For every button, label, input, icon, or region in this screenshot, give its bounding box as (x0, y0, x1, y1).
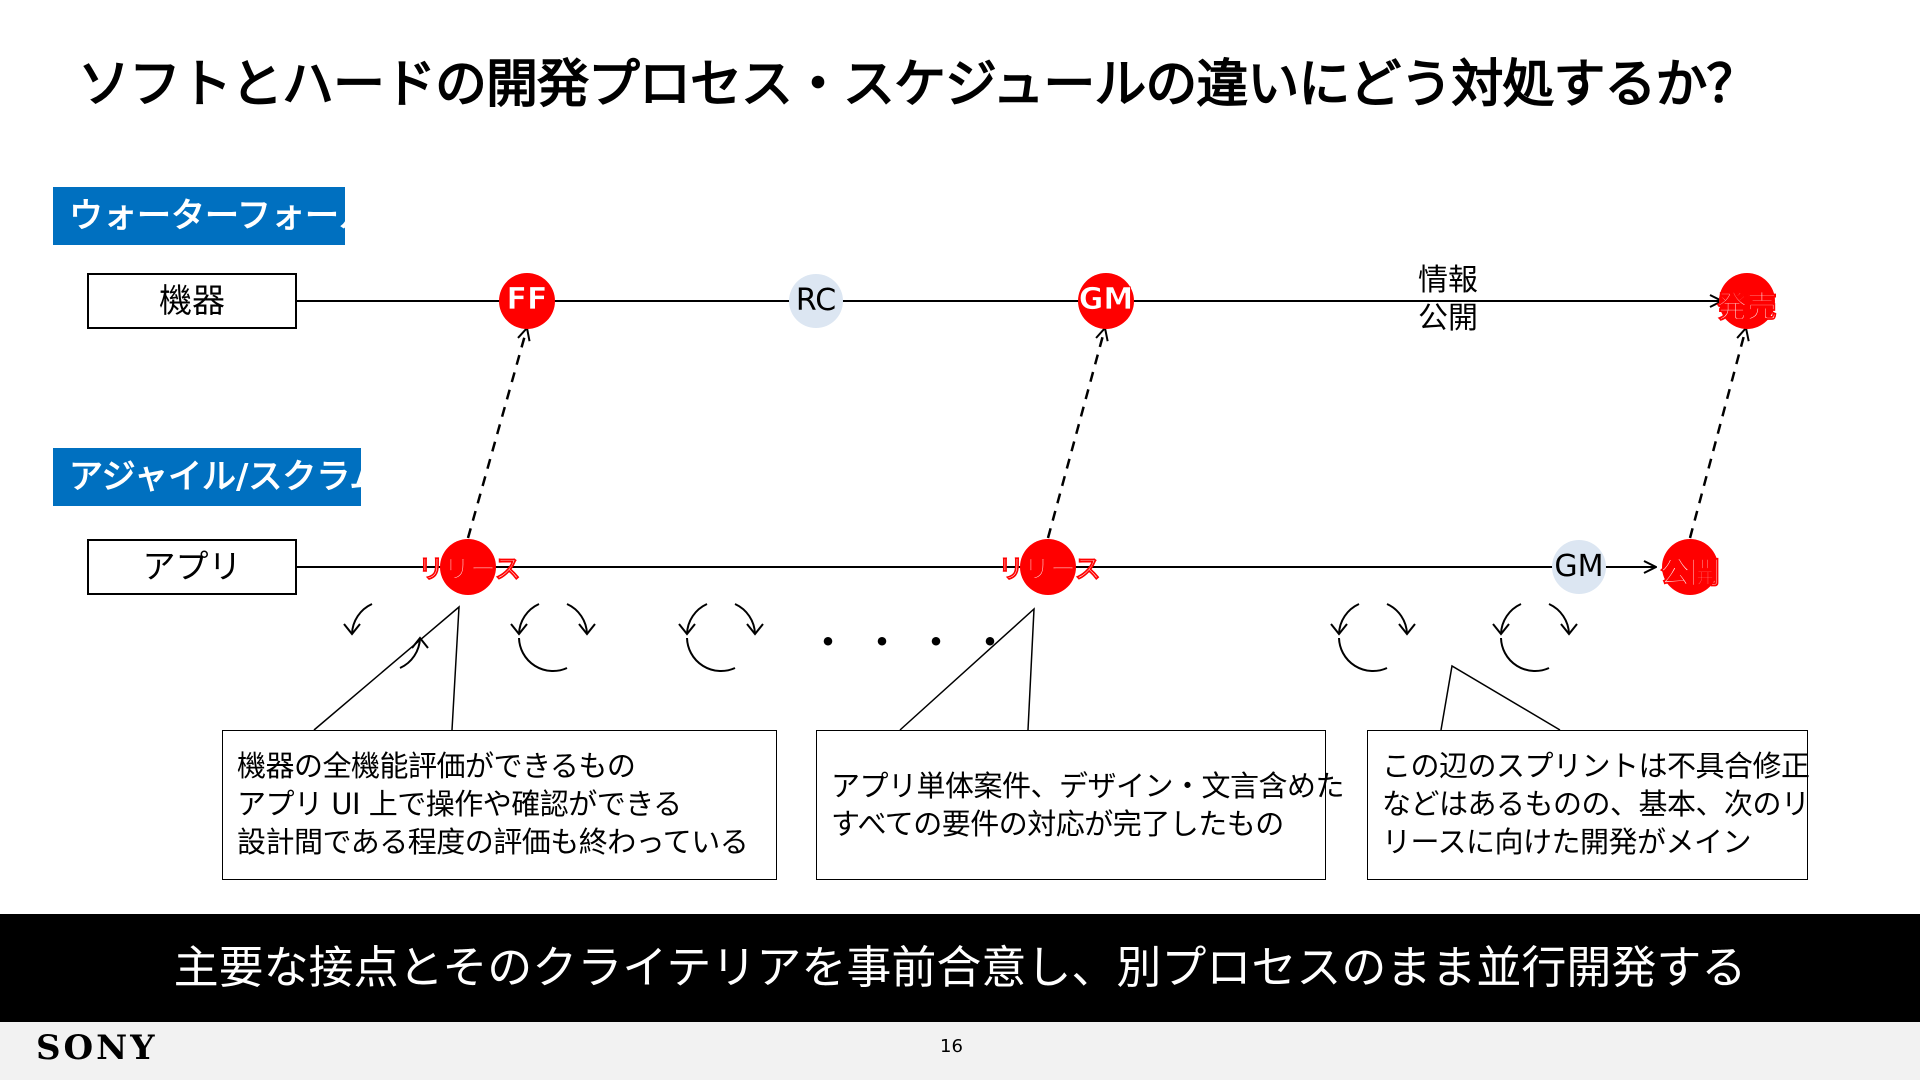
callout-pointer-2 (899, 607, 1035, 731)
callout-pointer-1 (313, 605, 460, 731)
slide-title: ソフトとハードの開発プロセス・スケジュールの違いにどう対処するか？ (78, 55, 1758, 115)
page-number: 16 (940, 1036, 963, 1057)
sprint-cycle-icon (1492, 603, 1578, 673)
milestone-agile-gm-label: GM (1554, 549, 1604, 584)
milestone-release2-label: リリース (998, 555, 1102, 586)
note-line: アプリ単体案件、デザイン・文言含めた (831, 769, 1345, 803)
callout-note-1: 機器の全機能評価ができるもの アプリ UI 上で操作や確認ができる 設計間である… (222, 730, 777, 880)
note-line: この辺のスプリントは不具合修正 (1382, 749, 1810, 783)
lane-label-device: 機器 (87, 273, 297, 329)
sprint-cycle-icon (343, 603, 429, 669)
milestone-info-release-label: 情報 公開 (1408, 262, 1488, 338)
waterfall-section-label: ウォーターフォール (53, 187, 373, 245)
milestone-release1-label: リリース (418, 555, 522, 586)
agile-section-label: アジャイル/スクラム (53, 448, 383, 506)
note-line: などはあるものの、基本、次のリ (1382, 787, 1810, 821)
milestone-gm-circle (1078, 273, 1134, 329)
milestone-ff-circle (499, 273, 555, 329)
sprint-cycle-icon (510, 603, 596, 673)
info-release-line1: 情報 (1418, 263, 1478, 298)
sprint-cycle-icon (678, 603, 764, 673)
milestone-launch-circle (1719, 273, 1775, 329)
info-release-line2: 公開 (1418, 301, 1478, 336)
sprint-cycle-icon (1330, 603, 1416, 673)
note-line: アプリ UI 上で操作や確認ができる (237, 787, 682, 821)
milestone-launch-label: 発売 (1717, 290, 1778, 326)
milestone-release2-circle (1020, 539, 1076, 595)
note-line: リースに向けた開発がメイン (1382, 825, 1752, 859)
note-line: すべての要件の対応が完了したもの (831, 807, 1284, 841)
milestone-rc-circle (789, 274, 843, 328)
milestone-rc-label: RC (795, 283, 837, 318)
dependency-arrow-ff (466, 328, 527, 539)
conclusion-banner: 主要な接点とそのクライテリアを事前合意し、別プロセスのまま並行開発する (0, 914, 1920, 1022)
dependency-arrow-gm (1046, 328, 1105, 539)
dependency-arrow-launch (1688, 328, 1746, 539)
milestone-publish-label: 公開 (1660, 556, 1721, 592)
footer-bar (0, 1022, 1920, 1080)
lane-label-app: アプリ (87, 539, 297, 595)
note-line: 機器の全機能評価ができるもの (237, 749, 636, 783)
milestone-publish-circle (1662, 539, 1718, 595)
callout-note-2: アプリ単体案件、デザイン・文言含めた すべての要件の対応が完了したもの (816, 730, 1345, 880)
milestone-ff-label: FF (506, 282, 548, 318)
note-line: 設計間である程度の評価も終わっている (237, 825, 749, 859)
milestone-agile-gm-circle (1552, 540, 1606, 594)
callout-note-3: この辺のスプリントは不具合修正 などはあるものの、基本、次のリ リースに向けた開… (1367, 730, 1810, 880)
callout-pointer-3 (1440, 664, 1561, 731)
sony-logo: SONY (36, 1028, 158, 1068)
sprint-ellipsis: ・・・・ (808, 620, 1024, 666)
milestone-gm-label: GM (1078, 282, 1134, 318)
milestone-release1-circle (440, 539, 496, 595)
